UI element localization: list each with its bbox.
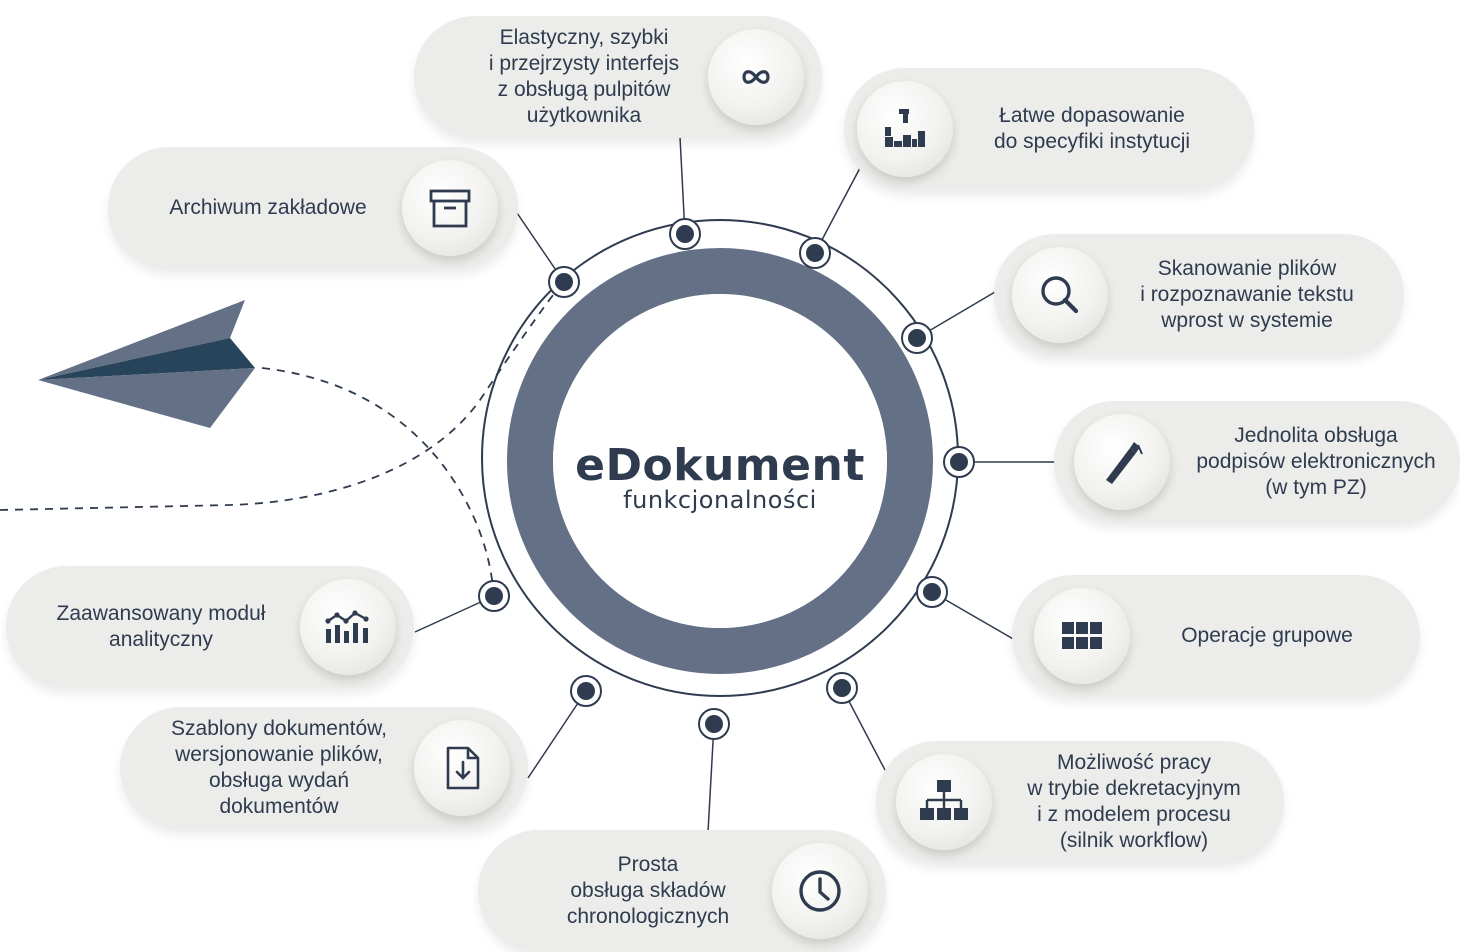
paper-plane-icon <box>38 300 255 428</box>
feature-chrono: Prosta obsługa składów chronologicznych <box>478 830 886 952</box>
feature-label: Szablony dokumentów, wersjonowanie plikó… <box>171 717 387 818</box>
pen-icon <box>1074 414 1170 510</box>
feature-scanning: Skanowanie plików i rozpoznawanie tekstu… <box>994 234 1404 356</box>
feature-label: Prosta obsługa składów chronologicznych <box>566 853 730 928</box>
hierarchy-icon <box>896 754 992 850</box>
feature-label: Możliwość pracy w trybie dekretacyjnym i… <box>1027 751 1241 852</box>
feature-label: Archiwum zakładowe <box>169 196 367 219</box>
feature-signatures: Jednolita obsługa podpisów elektroniczny… <box>1054 401 1460 523</box>
feature-label: Łatwe dopasowanie do specyfiki instytucj… <box>993 104 1191 153</box>
feature-analytics: Zaawansowany moduł analityczny <box>6 566 414 688</box>
infinity-icon <box>708 29 804 125</box>
flight-path-line-lower <box>0 281 564 511</box>
center-subtitle: funkcjonalności <box>623 486 817 514</box>
flight-path-line <box>261 367 495 595</box>
feature-workflow: Możliwość pracy w trybie dekretacyjnym i… <box>876 741 1284 863</box>
analytics-icon <box>300 579 396 675</box>
feature-label: Jednolita obsługa podpisów elektroniczny… <box>1196 424 1436 499</box>
feature-interface: Elastyczny, szybki i przejrzysty interfe… <box>414 16 822 138</box>
file-download-icon <box>414 720 510 816</box>
feature-label: Operacje grupowe <box>1181 624 1353 647</box>
center-ring <box>507 248 933 674</box>
feature-label: Elastyczny, szybki i przejrzysty interfe… <box>488 26 680 127</box>
feature-archive: Archiwum zakładowe <box>108 147 518 269</box>
center-disc <box>553 294 887 628</box>
search-icon <box>1012 247 1108 343</box>
feature-customization: Łatwe dopasowanie do specyfiki instytucj… <box>844 68 1254 190</box>
feature-group-ops: Operacje grupowe <box>1012 575 1420 697</box>
feature-label: Skanowanie plików i rozpoznawanie tekstu… <box>1140 257 1354 332</box>
center-title: eDokument <box>575 440 865 491</box>
feature-templates: Szablony dokumentów, wersjonowanie plikó… <box>120 707 528 829</box>
grid-icon <box>1034 588 1130 684</box>
feature-label: Zaawansowany moduł analityczny <box>56 602 266 651</box>
ring-nodes <box>478 218 975 740</box>
blocks-icon <box>857 81 953 177</box>
archive-box-icon <box>402 160 498 256</box>
clock-icon <box>772 843 868 939</box>
